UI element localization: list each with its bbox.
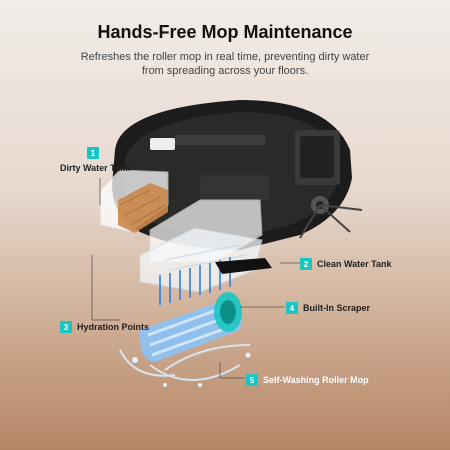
callout-built-in-scraper: 4 Built-In Scraper — [286, 302, 370, 314]
callout-number: 1 — [87, 147, 99, 159]
dirty-water-tank — [99, 169, 169, 233]
callout-number: 5 — [246, 374, 258, 386]
callout-label: Self-Washing Roller Mop — [263, 375, 369, 385]
robot-body — [112, 100, 363, 250]
roller-mop — [119, 292, 251, 387]
callout-label: Dirty Water Tank — [60, 163, 131, 173]
callout-roller-mop: 5 Self-Washing Roller Mop — [246, 374, 369, 386]
callout-hydration-points: 3 Hydration Points — [60, 321, 149, 333]
callout-number: 3 — [60, 321, 72, 333]
callout-dirty-water-tank: 1 — [87, 147, 99, 159]
callout-label: Clean Water Tank — [317, 259, 392, 269]
callout-label: Hydration Points — [77, 322, 150, 332]
page-subtitle: Refreshes the roller mop in real time, p… — [80, 51, 370, 77]
callout-label: Built-In Scraper — [303, 303, 371, 313]
callout-number: 4 — [286, 302, 298, 314]
callout-number: 2 — [300, 258, 312, 270]
built-in-scraper — [215, 258, 272, 274]
leader-lines — [91, 178, 300, 379]
callout-dirty-water-tank-label: Dirty Water Tank — [60, 163, 131, 173]
callout-clean-water-tank: 2 Clean Water Tank — [300, 258, 392, 270]
page-title: Hands-Free Mop Maintenance — [97, 22, 353, 42]
